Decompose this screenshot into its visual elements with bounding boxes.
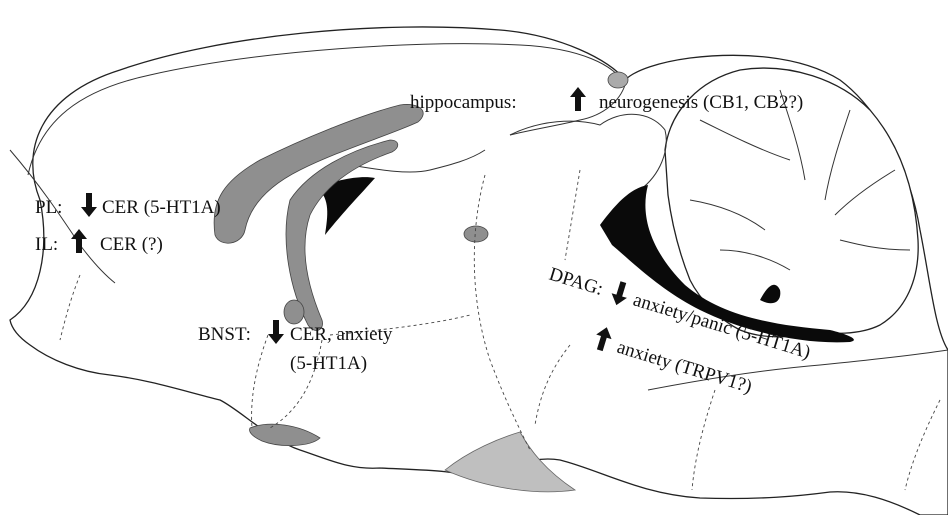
pl-effect-label: CER (5-HT1A): [102, 197, 221, 218]
bnst-effect-label: CER, anxiety: [290, 324, 393, 345]
il-region-label: IL:: [35, 234, 58, 255]
bnst-spot: [284, 300, 304, 324]
il-effect-label: CER (?): [100, 234, 163, 255]
hippocampus-region-label: hippocampus:: [410, 92, 517, 113]
dorsal-hippocampus-spot: [608, 72, 628, 88]
bnst-region-label: BNST:: [198, 324, 251, 345]
pl-region-label: PL:: [35, 197, 62, 218]
bnst-effect2-label: (5-HT1A): [290, 353, 367, 374]
hippocampus-effect-label: neurogenesis (CB1, CB2?): [599, 92, 803, 113]
